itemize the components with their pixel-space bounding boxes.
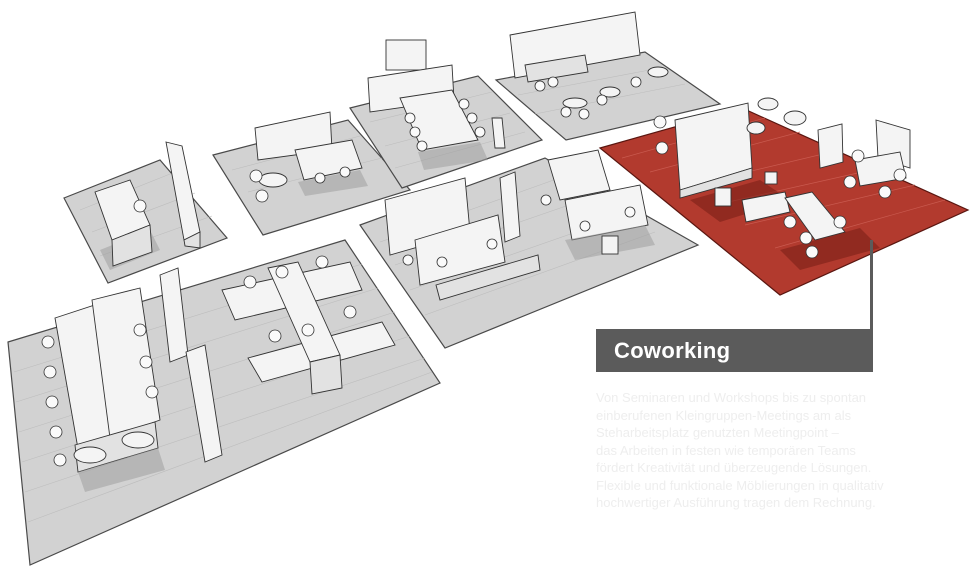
- description-line: hochwertiger Ausführung tragen dem Rechn…: [596, 495, 876, 510]
- zone-conference: [349, 39, 544, 189]
- description-line: das Arbeiten in festen wie temporären Te…: [596, 442, 856, 458]
- zone-open-space: [7, 239, 441, 566]
- description-line: Flexible und funktionale Möblierungen in…: [596, 477, 884, 493]
- description-line: Von Seminaren und Workshops bis zu spont…: [596, 390, 867, 405]
- zone-team-office: [359, 149, 700, 349]
- description-line: einberufenen Kleingruppen-Meetings am al…: [596, 407, 852, 423]
- zone-single-office: [63, 141, 229, 284]
- callout-leader-line: [870, 240, 873, 332]
- zone-cafe: [494, 11, 722, 141]
- zone-small-meeting: [212, 111, 412, 236]
- callout-label-box: Coworking: [596, 329, 873, 372]
- callout-title: Coworking: [614, 337, 731, 363]
- zone-coworking: [598, 97, 970, 296]
- description-line: fördert Kreativität und überzeugende Lös…: [596, 460, 872, 475]
- callout-description: Von Seminaren und Workshops bis zu spont…: [596, 389, 941, 512]
- description-line: Steharbeitsplatz genutzten Meetingpoint …: [596, 425, 839, 440]
